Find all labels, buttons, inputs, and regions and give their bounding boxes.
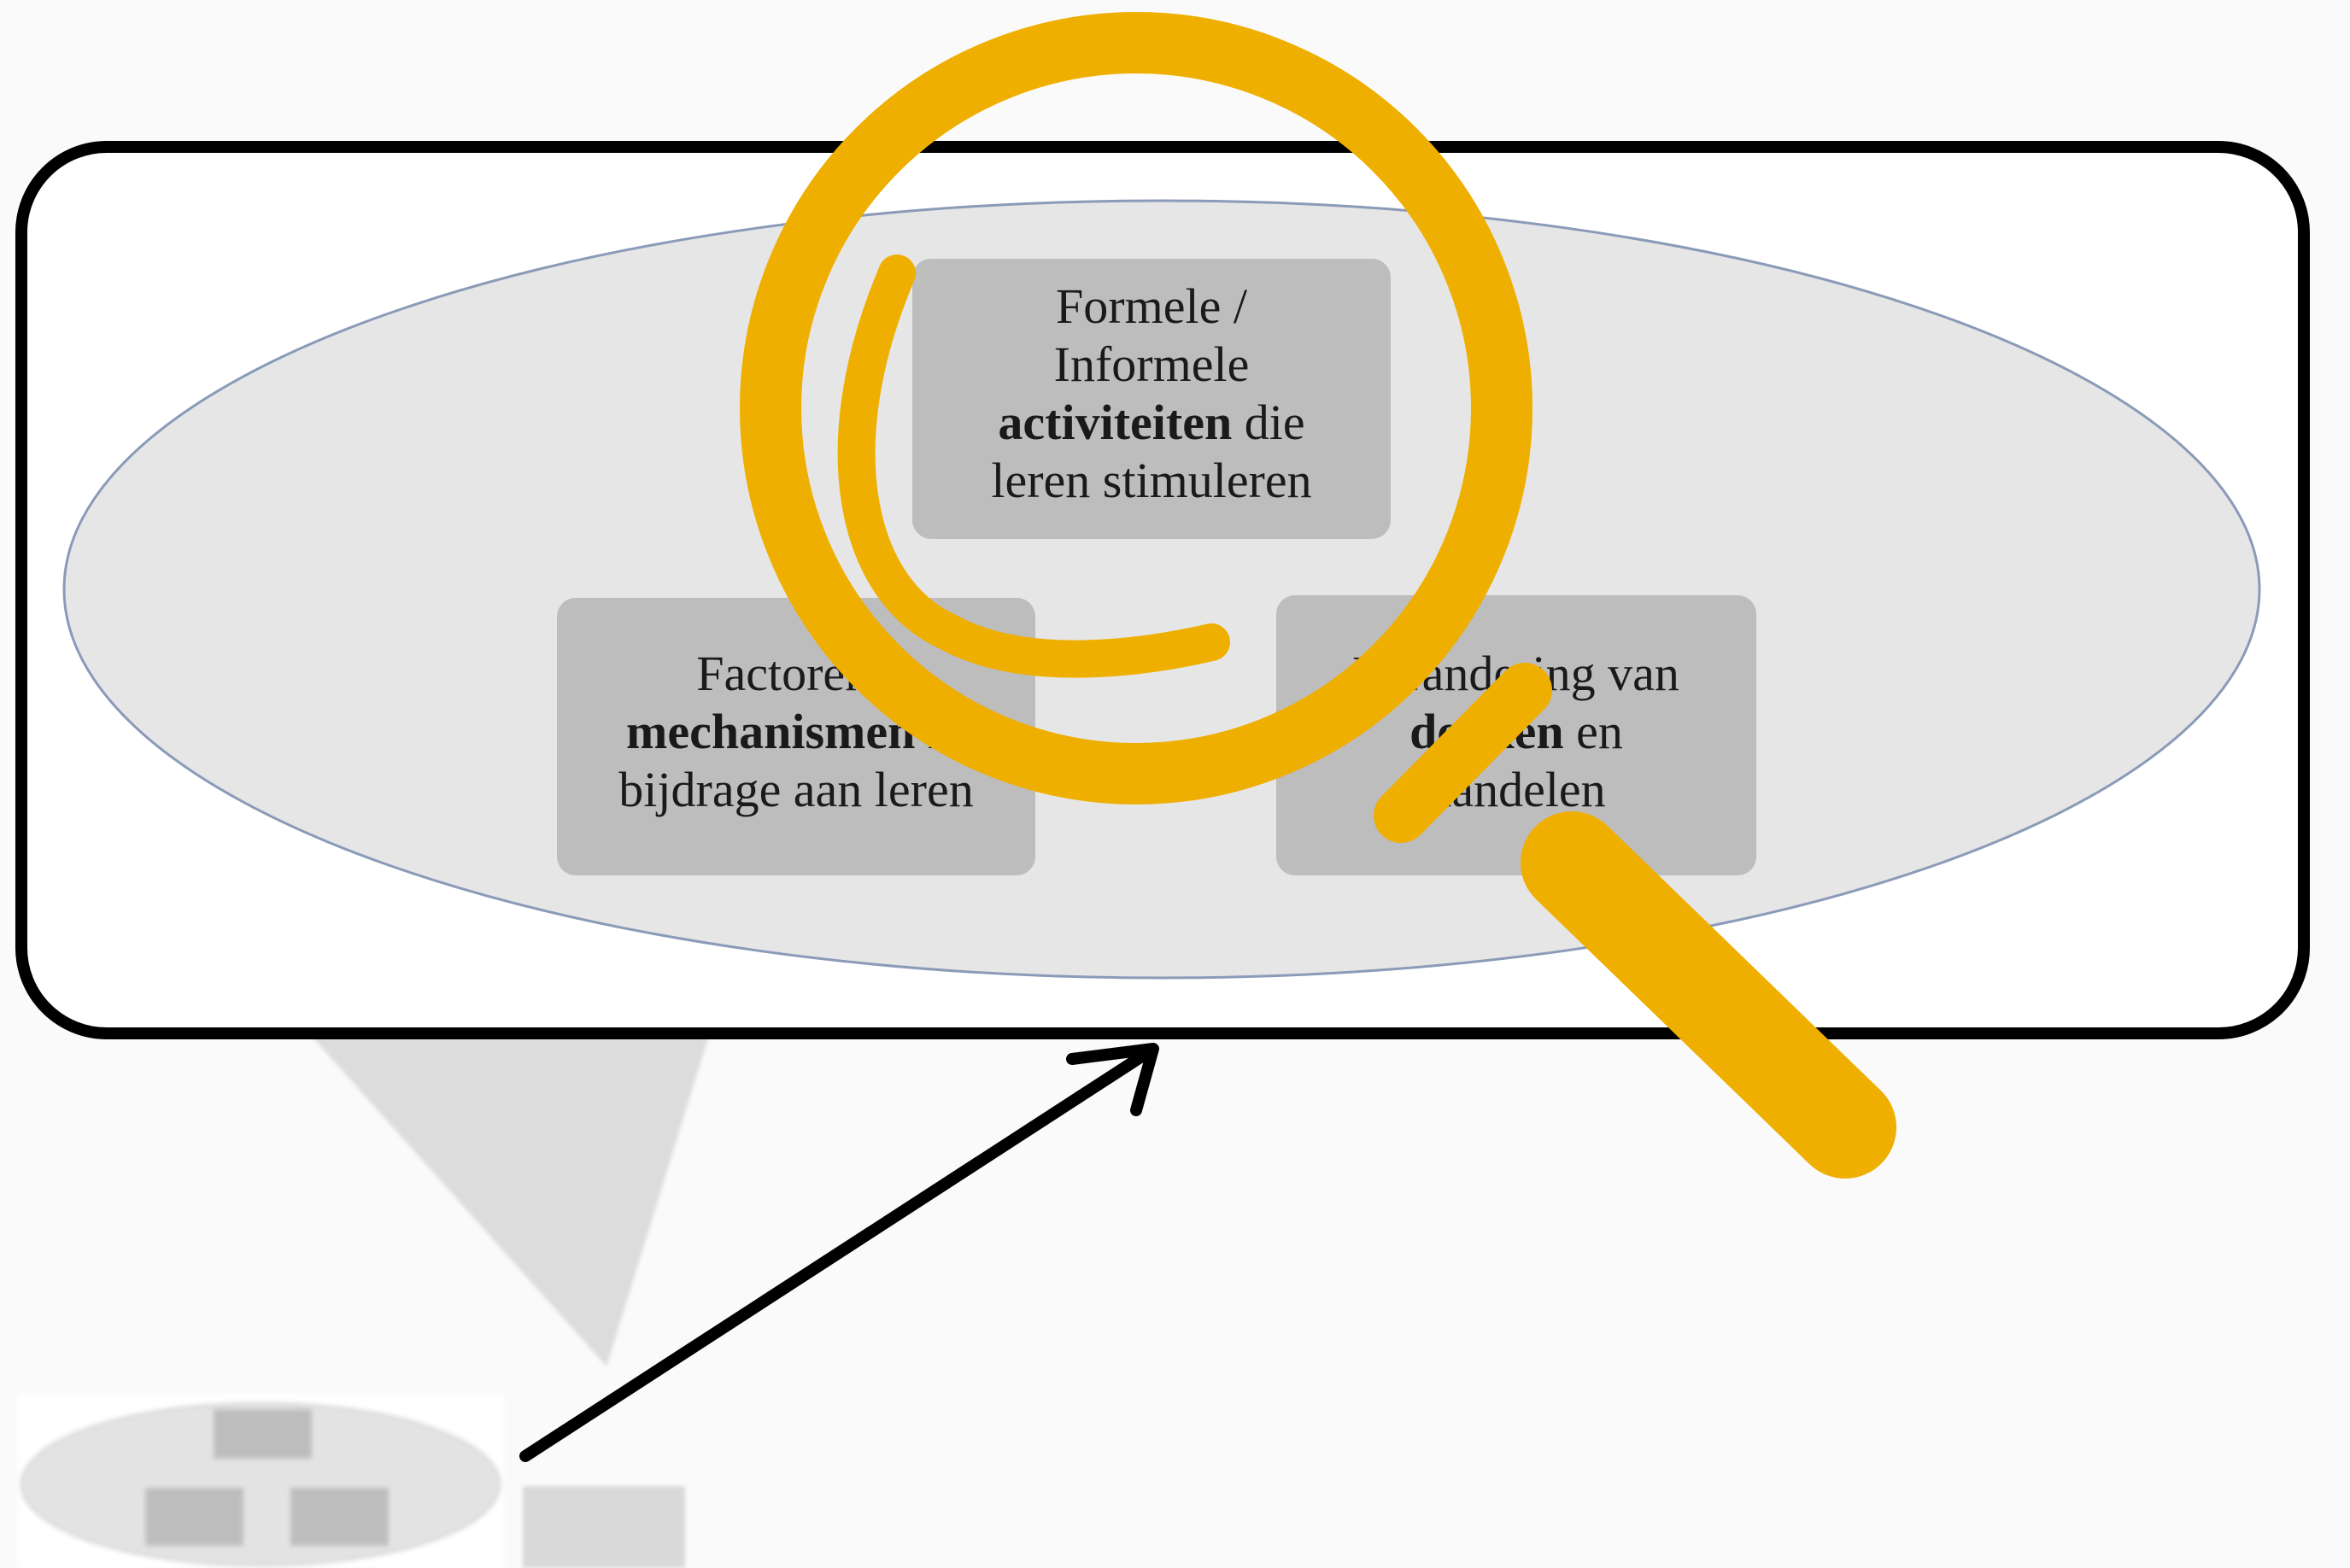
top-box-line4: leren stimuleren [991, 453, 1311, 508]
thumbnail-diagram [17, 1394, 504, 1568]
left-box-line3: bijdrage aan leren [618, 762, 973, 817]
top-box-line3: activiteiten die [998, 395, 1304, 450]
top-box-line3-rest: die [1232, 395, 1304, 450]
magnifier-icon [740, 12, 1896, 1179]
funnel-shape [286, 1008, 718, 1366]
top-box-line3-bold: activiteiten [998, 395, 1232, 450]
right-box-line2-rest: en [1564, 704, 1623, 759]
left-box-line2-bold: mechanismen [626, 704, 915, 759]
top-box-line2: Informele [1054, 336, 1250, 392]
zoom-arrow [519, 1043, 1159, 1462]
small-grey-block [523, 1486, 685, 1568]
top-box-line1: Formele / [1056, 278, 1248, 334]
box-formal-informal-activities: Formele / Informele activiteiten die ler… [912, 259, 1391, 539]
